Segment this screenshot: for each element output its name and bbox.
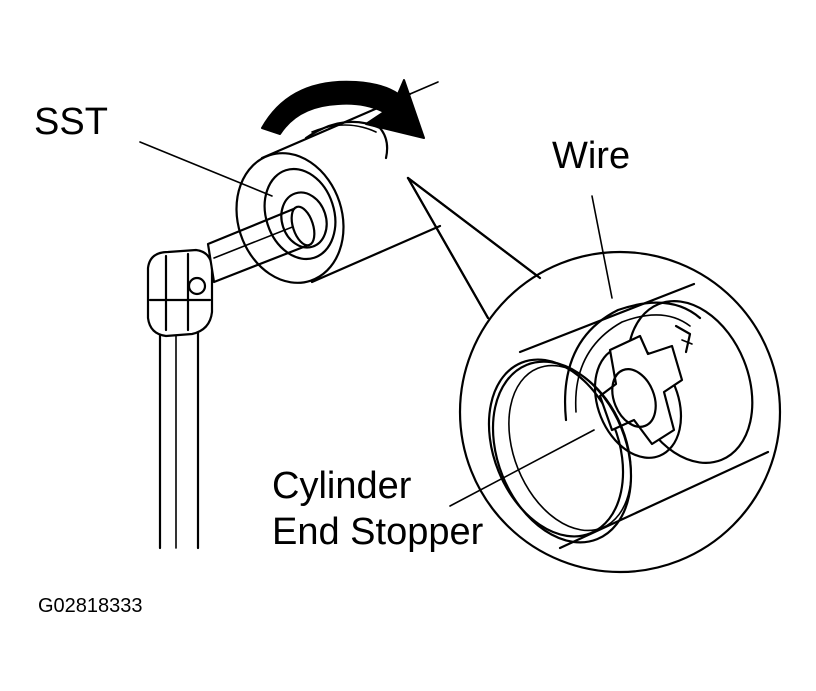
- label-wire: Wire: [552, 135, 630, 177]
- universal-joint: [146, 248, 214, 338]
- figure-code: G02818333: [38, 595, 143, 617]
- column-wire-arc: [304, 120, 389, 160]
- label-sst: SST: [34, 101, 108, 143]
- column-cylinder: [235, 81, 442, 284]
- curved-arrow-clockwise-icon: [261, 79, 425, 139]
- detail-circle: [406, 176, 782, 574]
- label-cylinder-line2: End Stopper: [272, 511, 484, 553]
- handle-bar: [158, 316, 200, 550]
- label-cylinder-line1: Cylinder: [272, 465, 412, 507]
- leader-lines: [139, 141, 613, 507]
